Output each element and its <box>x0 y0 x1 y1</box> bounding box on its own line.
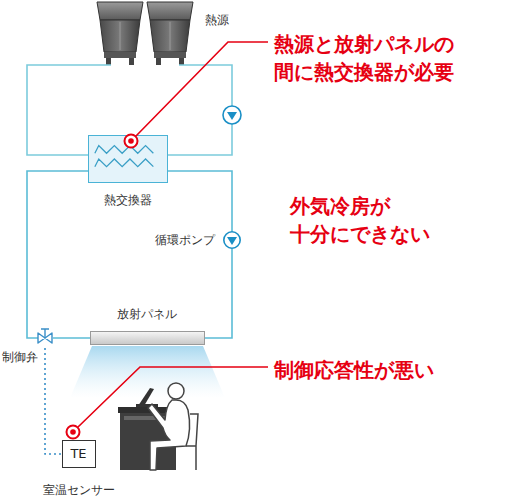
pump-circle <box>224 232 240 248</box>
node-label: 室温センサー <box>43 483 115 497</box>
hx-coil <box>95 146 154 154</box>
pipe-connector <box>45 348 62 454</box>
pipe-line <box>27 171 88 338</box>
node-label: 熱源 <box>205 13 229 27</box>
heat-exchanger: 熱交換器 <box>88 135 168 183</box>
control-valve: 制御弁 <box>37 328 53 348</box>
callout-text: 熱源と放射パネルの 間に熱交換器が必要 <box>274 30 504 86</box>
pipe-connector <box>205 249 232 338</box>
node-label: 循環ポンプ <box>155 233 215 247</box>
callout-text: 制御応答性が悪い <box>274 356 504 384</box>
radiation-glow <box>70 346 225 398</box>
pipe-line <box>45 348 62 454</box>
leader-line <box>78 367 268 427</box>
pump-triangle <box>227 237 237 245</box>
callout-dot <box>128 138 134 144</box>
pipe-connector <box>53 338 90 339</box>
pipe-connector <box>168 65 232 155</box>
node-label: 熱交換器 <box>104 193 152 207</box>
radiant-panel: 放射パネル <box>90 331 205 345</box>
pipe-connector <box>168 171 232 231</box>
heat-source: 熱源 <box>95 0 195 65</box>
leader-line <box>136 42 268 136</box>
callout-text: 外気冷房が 十分にできない <box>290 192 490 248</box>
circulation-pump: 循環ポンプ <box>223 231 241 249</box>
callout-ring <box>67 426 80 439</box>
hx-symbol <box>89 136 167 182</box>
valve-symbol <box>37 328 53 348</box>
node-label: TE <box>70 447 86 461</box>
heat-source-towers <box>97 2 193 65</box>
person-at-desk <box>118 383 198 470</box>
room-sensor: TE室温センサー <box>62 440 96 468</box>
pipe-line <box>168 65 232 155</box>
node-label: 制御弁 <box>2 350 38 364</box>
node-label: 放射パネル <box>117 307 177 321</box>
callout-dot <box>70 429 76 435</box>
pipe-line <box>168 171 232 231</box>
pump-symbol <box>223 231 241 249</box>
callout-ring <box>125 135 138 148</box>
pipe-line <box>53 337 90 339</box>
valve-stem <box>41 329 49 338</box>
pipe-line <box>205 249 232 338</box>
hx-coil <box>95 159 154 167</box>
pipe-connector <box>27 171 88 338</box>
